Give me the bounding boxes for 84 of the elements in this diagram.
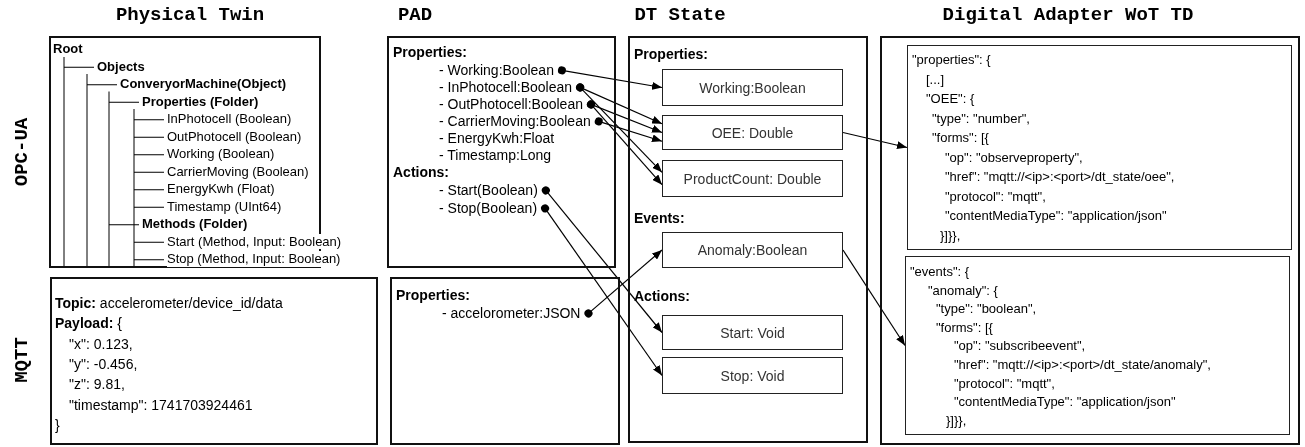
- state-box: [662, 357, 843, 394]
- code-line: Payload: {: [55, 315, 122, 333]
- section-heading: Actions:: [393, 164, 449, 181]
- tree-label: ConveryorMachine(Object): [120, 76, 287, 92]
- field-label: - OutPhotocell:Boolean: [439, 96, 591, 113]
- arrow: [576, 83, 663, 173]
- panel-box: [390, 277, 620, 445]
- column-heading: PAD: [397, 4, 433, 26]
- column-heading: DT State: [634, 4, 726, 26]
- code-line: Topic: accelerometer/device_id/data: [55, 295, 283, 312]
- section-heading: Properties:: [634, 46, 708, 63]
- code-box: [905, 256, 1290, 435]
- code-line: "timestamp": 1741703924461: [69, 396, 253, 414]
- state-label: Anomaly:Boolean: [697, 241, 808, 259]
- arrow: [842, 249, 906, 347]
- code-box: [50, 277, 378, 445]
- code-line: }: [55, 416, 60, 434]
- tree-label: Root: [53, 41, 83, 57]
- code-line: "type": "boolean",: [936, 301, 1037, 317]
- code-line: "op": "observeproperty",: [945, 149, 1083, 166]
- code-line: "contentMediaType": "application/json": [954, 394, 1176, 410]
- column-heading: Physical Twin: [115, 4, 265, 26]
- code-line: "protocol": "mqtt",: [945, 188, 1046, 205]
- field-label: - accelorometer:JSON: [442, 305, 589, 322]
- state-label: Stop: Void: [720, 367, 785, 384]
- code-line: "OEE": {: [926, 91, 975, 107]
- arrow: [541, 204, 663, 377]
- code-line: "events": {: [910, 264, 970, 280]
- row-label: OPC-UA: [11, 117, 33, 187]
- section-heading: Actions:: [634, 288, 690, 305]
- state-label: Start: Void: [720, 324, 785, 341]
- tree-label: InPhotocell (Boolean): [167, 111, 292, 127]
- state-box: [662, 315, 843, 350]
- tree-label: Working (Boolean): [167, 146, 275, 162]
- panel-box: [880, 36, 1300, 445]
- code-line: "contentMediaType": "application/json": [945, 208, 1167, 224]
- row-label: MQTT: [11, 337, 33, 383]
- arrow: [541, 186, 663, 334]
- code-line: "op": "subscribeevent",: [954, 338, 1086, 354]
- section-heading: Properties:: [393, 44, 467, 61]
- section-heading: Events:: [634, 210, 685, 227]
- column-heading: Digital Adapter WoT TD: [942, 4, 1194, 26]
- state-box: [662, 160, 843, 197]
- code-line: "y": -0.456,: [69, 355, 138, 373]
- state-box: [662, 69, 843, 106]
- code-line: "forms": [{: [932, 130, 989, 146]
- panel-box: [628, 36, 868, 443]
- state-label: ProductCount: Double: [683, 170, 822, 187]
- field-label: - InPhotocell:Boolean: [439, 79, 581, 96]
- arrow: [584, 249, 663, 318]
- arrow: [842, 131, 908, 150]
- tree-label: Start (Method, Input: Boolean): [167, 233, 342, 250]
- tree-label: Methods (Folder): [142, 216, 248, 232]
- field-label: - Stop(Boolean): [439, 200, 546, 217]
- code-line: "forms": [{: [936, 319, 993, 336]
- code-line: "anomaly": {: [928, 282, 998, 299]
- arrow: [587, 100, 663, 186]
- arrow: [587, 100, 663, 134]
- code-line: "z": 9.81,: [69, 376, 125, 393]
- state-box: [662, 232, 843, 268]
- code-line: }]}},: [940, 227, 961, 244]
- code-line: "properties": {: [912, 52, 991, 68]
- code-line: "href": "mqtt://<ip>:<port>/dt_state/oee",: [945, 169, 1175, 185]
- code-line: [...]: [926, 71, 945, 88]
- panel-box: [387, 36, 616, 268]
- arrow: [557, 66, 663, 90]
- state-label: Working:Boolean: [699, 79, 806, 96]
- tree-label: Stop (Method, Input: Boolean): [167, 251, 341, 267]
- code-line: }]}},: [946, 412, 967, 429]
- field-label: - Timestamp:Long: [439, 147, 560, 164]
- arrow: [594, 117, 663, 143]
- tree-label: EnergyKwh (Float): [167, 181, 275, 197]
- code-line: "href": "mqtt://<ip>:<port>/dt_state/anomaly",: [954, 357, 1211, 373]
- state-label: OEE: Double: [711, 124, 794, 141]
- state-box: [662, 115, 843, 150]
- field-label: - CarrierMoving:Boolean: [439, 113, 599, 130]
- section-heading: Properties:: [396, 287, 470, 304]
- code-line: "x": 0.123,: [69, 335, 133, 353]
- field-label: - Working:Boolean: [439, 62, 562, 79]
- code-box: [907, 45, 1292, 250]
- field-label: - Start(Boolean): [439, 182, 546, 199]
- field-label: - EnergyKwh:Float: [439, 130, 563, 147]
- code-line: "type": "number",: [932, 110, 1030, 127]
- code-line: "protocol": "mqtt",: [954, 375, 1055, 392]
